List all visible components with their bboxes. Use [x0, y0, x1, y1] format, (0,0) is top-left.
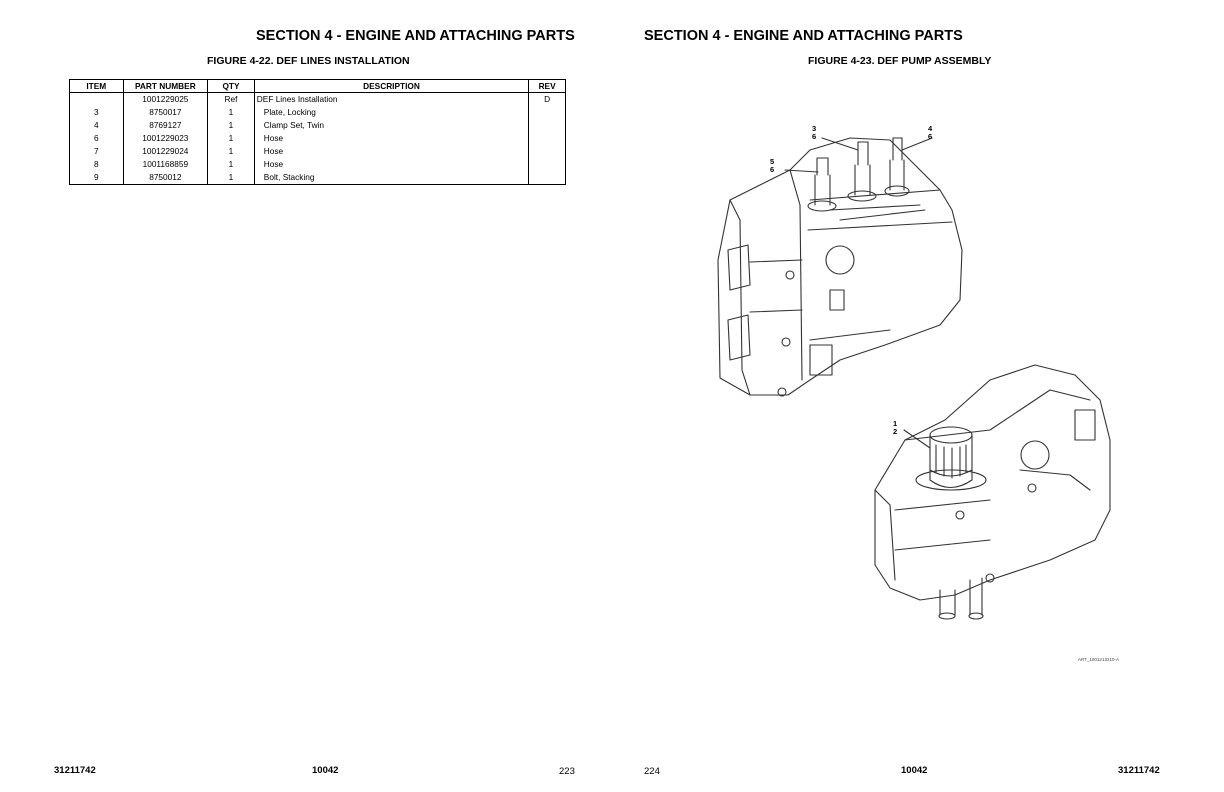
cell-description: Plate, Locking	[253, 106, 530, 119]
callout-number: 2	[893, 427, 898, 436]
cell-item: 9	[69, 171, 124, 185]
cell-qty: Ref	[207, 92, 255, 106]
table-row: 4 8769127 1 Clamp Set, Twin	[69, 119, 566, 132]
cell-qty: 1	[207, 106, 255, 119]
art-code: ART_1001213210-A	[1078, 657, 1119, 662]
cell-part-number: 8769127	[122, 119, 209, 132]
callout-4-6: 4 6	[928, 125, 932, 141]
table-row: 9 8750012 1 Bolt, Stacking	[69, 171, 566, 185]
cell-qty: 1	[207, 171, 255, 185]
right-footer-code: 10042	[901, 765, 928, 776]
header-item: ITEM	[69, 79, 124, 93]
cell-rev	[528, 158, 566, 171]
header-part-number: PART NUMBER	[122, 79, 209, 93]
callout-3-6: 3 6	[812, 125, 816, 141]
left-footer-code: 10042	[312, 765, 339, 776]
cell-description: Hose	[253, 132, 530, 145]
cell-rev	[528, 106, 566, 119]
callout-1-2: 1 2	[893, 420, 897, 436]
cell-item: 6	[69, 132, 124, 145]
cell-part-number: 1001168859	[122, 158, 209, 171]
parts-table-header: ITEM PART NUMBER QTY DESCRIPTION REV	[69, 79, 566, 93]
cell-part-number: 8750017	[122, 106, 209, 119]
def-pump-illustration	[717, 137, 1111, 620]
callout-number: 1	[893, 419, 898, 428]
table-row: 1001229025 Ref DEF Lines Installation D	[69, 92, 566, 106]
cell-part-number: 1001229023	[122, 132, 209, 145]
cell-rev	[528, 171, 566, 185]
table-row: 6 1001229023 1 Hose	[69, 132, 566, 145]
cell-description: DEF Lines Installation	[253, 92, 530, 106]
cell-qty: 1	[207, 158, 255, 171]
left-figure-title: FIGURE 4-22. DEF LINES INSTALLATION	[207, 55, 410, 67]
cell-item: 8	[69, 158, 124, 171]
cell-qty: 1	[207, 145, 255, 158]
right-footer-doc-number: 31211742	[1118, 765, 1160, 776]
cell-item: 7	[69, 145, 124, 158]
cell-description: Clamp Set, Twin	[253, 119, 530, 132]
right-figure-title: FIGURE 4-23. DEF PUMP ASSEMBLY	[808, 55, 992, 67]
cell-description: Hose	[253, 145, 530, 158]
callout-number: 4	[928, 124, 933, 133]
left-footer-page-number: 223	[559, 766, 575, 777]
cell-part-number: 8750012	[122, 171, 209, 185]
cell-rev	[528, 145, 566, 158]
cell-description: Hose	[253, 158, 530, 171]
cell-description: Bolt, Stacking	[253, 171, 530, 185]
right-footer-page-number: 224	[644, 766, 660, 777]
callout-number: 5	[770, 157, 775, 166]
cell-item: 4	[69, 119, 124, 132]
cell-rev	[528, 119, 566, 132]
cell-rev	[528, 132, 566, 145]
callout-number: 6	[928, 132, 933, 141]
left-section-title: SECTION 4 - ENGINE AND ATTACHING PARTS	[256, 28, 575, 44]
table-row: 8 1001168859 1 Hose	[69, 158, 566, 171]
cell-rev: D	[528, 92, 566, 106]
cell-part-number: 1001229024	[122, 145, 209, 158]
table-row: 3 8750017 1 Plate, Locking	[69, 106, 566, 119]
cell-qty: 1	[207, 119, 255, 132]
table-row: 7 1001229024 1 Hose	[69, 145, 566, 158]
right-section-title: SECTION 4 - ENGINE AND ATTACHING PARTS	[644, 28, 963, 44]
cell-item: 3	[69, 106, 124, 119]
callout-number: 6	[770, 165, 775, 174]
header-qty: QTY	[207, 79, 255, 93]
callout-5-6: 5 6	[770, 158, 774, 174]
parts-table: ITEM PART NUMBER QTY DESCRIPTION REV 100…	[69, 79, 566, 185]
cell-qty: 1	[207, 132, 255, 145]
callout-number: 6	[812, 132, 817, 141]
callout-number: 3	[812, 124, 817, 133]
header-description: DESCRIPTION	[253, 79, 530, 93]
cell-item	[69, 92, 124, 106]
left-footer-doc-number: 31211742	[54, 765, 96, 776]
header-rev: REV	[528, 79, 566, 93]
cell-part-number: 1001229025	[122, 92, 209, 106]
